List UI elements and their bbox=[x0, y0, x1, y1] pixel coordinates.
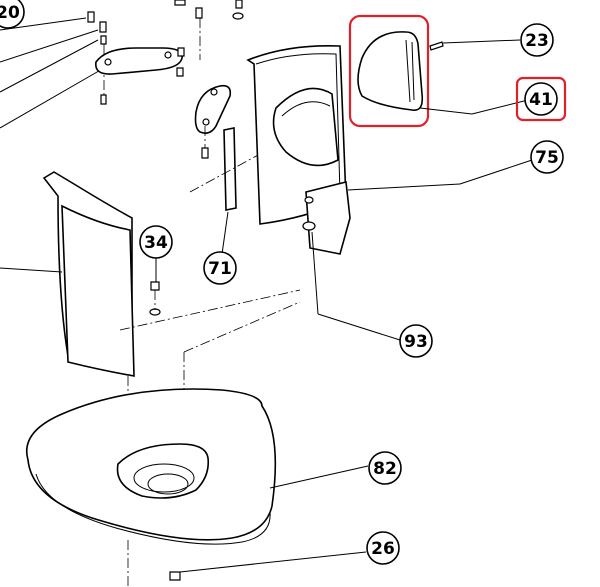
callout-41: 41 bbox=[515, 76, 567, 122]
callout-26-label: 26 bbox=[371, 539, 395, 559]
callout-41-label: 41 bbox=[529, 90, 553, 110]
callout-75: 75 bbox=[530, 140, 564, 174]
part-82-base bbox=[26, 388, 369, 545]
callout-20: 20 bbox=[0, 0, 25, 29]
callout-75-label: 75 bbox=[535, 148, 559, 168]
callout-82: 82 bbox=[368, 451, 402, 485]
screw-23 bbox=[429, 39, 521, 51]
screw-26 bbox=[127, 540, 367, 587]
bracket-plate bbox=[194, 84, 232, 159]
callout-34-label: 34 bbox=[144, 233, 168, 253]
callout-82-label: 82 bbox=[373, 459, 397, 479]
callout-93-label: 93 bbox=[404, 332, 428, 352]
callout-71-label: 71 bbox=[208, 259, 232, 279]
callout-23: 23 bbox=[520, 23, 554, 57]
callout-23-label: 23 bbox=[525, 31, 549, 51]
callout-34: 34 bbox=[139, 225, 173, 259]
callout-26: 26 bbox=[366, 531, 400, 565]
part-34-hardware bbox=[149, 256, 161, 316]
callout-20-label: 20 bbox=[0, 3, 20, 23]
callout-71: 71 bbox=[203, 251, 237, 285]
part-41-highlight-box bbox=[348, 14, 430, 128]
left-panel bbox=[0, 171, 301, 456]
top-left-hardware bbox=[0, 11, 107, 129]
mounting-plate bbox=[95, 0, 244, 77]
part-41-handle bbox=[348, 14, 529, 128]
callout-93: 93 bbox=[399, 324, 433, 358]
part-75-housing bbox=[246, 44, 533, 255]
callout-41-highlight-box bbox=[515, 76, 567, 122]
